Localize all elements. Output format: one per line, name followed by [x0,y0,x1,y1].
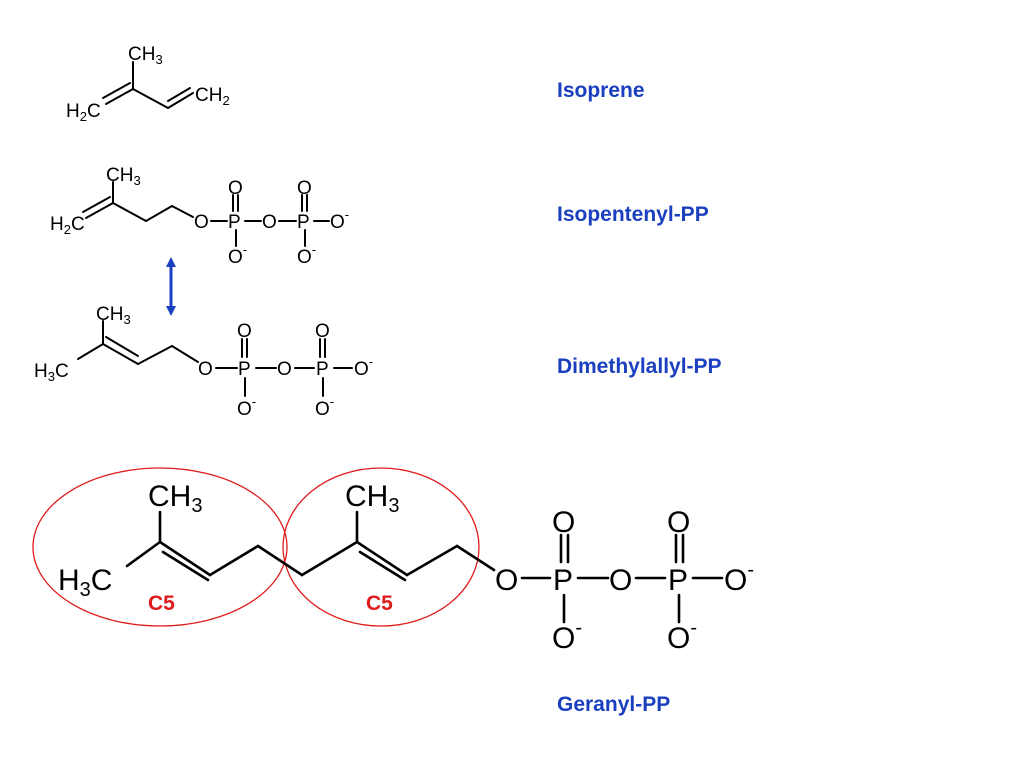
dmapp-p1-oxo: O [237,321,252,342]
gpp-p1: P [553,564,573,597]
dmapp-p2-oxo: O [315,321,330,342]
dmapp-p2: P [316,359,329,380]
ipp-ester-o: O [194,212,209,233]
dmapp-ch3-top-label: CH3 [96,304,131,327]
gpp-p1-oxo: O [552,506,575,539]
c5-label-right: C5 [366,592,393,615]
label-geranyl-pp: Geranyl-PP [557,693,670,716]
gpp-p2-oxo: O [667,506,690,539]
gpp-ch3-left-label: CH3 [148,480,202,517]
geranyl-pp-structure: CH3 H3C CH3 O P O O- O P O O- O- C5 C5 [32,467,754,655]
isoprene-ch2-label: CH2 [195,85,230,108]
label-isoprene: Isoprene [557,79,645,102]
dmapp-h3c-label: H3C [34,361,69,384]
isoprene-structure: CH3 H2C CH2 [66,44,230,124]
ipp-p2: P [297,212,310,233]
dmapp-p1: P [238,359,251,380]
gpp-ester-o: O [495,564,518,597]
ipp-ch3-label: CH3 [106,165,141,188]
dimethylallyl-pp-structure: CH3 H3C O P O O- O P O O- O- [34,304,373,420]
ipp-p1-oxide: O- [228,242,247,268]
label-isopentenyl-pp: Isopentenyl-PP [557,203,709,226]
isoprene-ch3-label: CH3 [128,44,163,67]
ipp-p1-oxo: O [228,178,243,199]
c5-unit-highlight-right [282,467,480,627]
ipp-p2-oxide: O- [297,242,316,268]
ipp-h2c-label: H2C [50,214,85,237]
label-dimethylallyl-pp: Dimethylallyl-PP [557,355,722,378]
dmapp-p2-oxide: O- [315,394,334,420]
dmapp-bridge-o: O [277,359,292,380]
c5-unit-highlight-left [32,467,288,627]
isoprene-h2c-label: H2C [66,101,101,124]
gpp-p2: P [668,564,688,597]
gpp-terminal-o: O- [724,559,754,597]
gpp-bridge-o: O [609,564,632,597]
c5-label-left: C5 [148,592,175,615]
ipp-bridge-o: O [262,212,277,233]
dmapp-p1-oxide: O- [237,394,256,420]
ipp-terminal-o: O- [330,207,349,233]
dmapp-terminal-o: O- [354,354,373,380]
ipp-p1: P [228,212,241,233]
gpp-ch3-right-label: CH3 [345,480,399,517]
isopentenyl-pp-structure: CH3 H2C O P O O- O P O O- O- [50,165,349,268]
gpp-p2-oxide: O- [667,617,697,655]
dmapp-ester-o: O [198,359,213,380]
ipp-p2-oxo: O [297,178,312,199]
gpp-p1-oxide: O- [552,617,582,655]
gpp-h3c-label: H3C [58,564,112,601]
